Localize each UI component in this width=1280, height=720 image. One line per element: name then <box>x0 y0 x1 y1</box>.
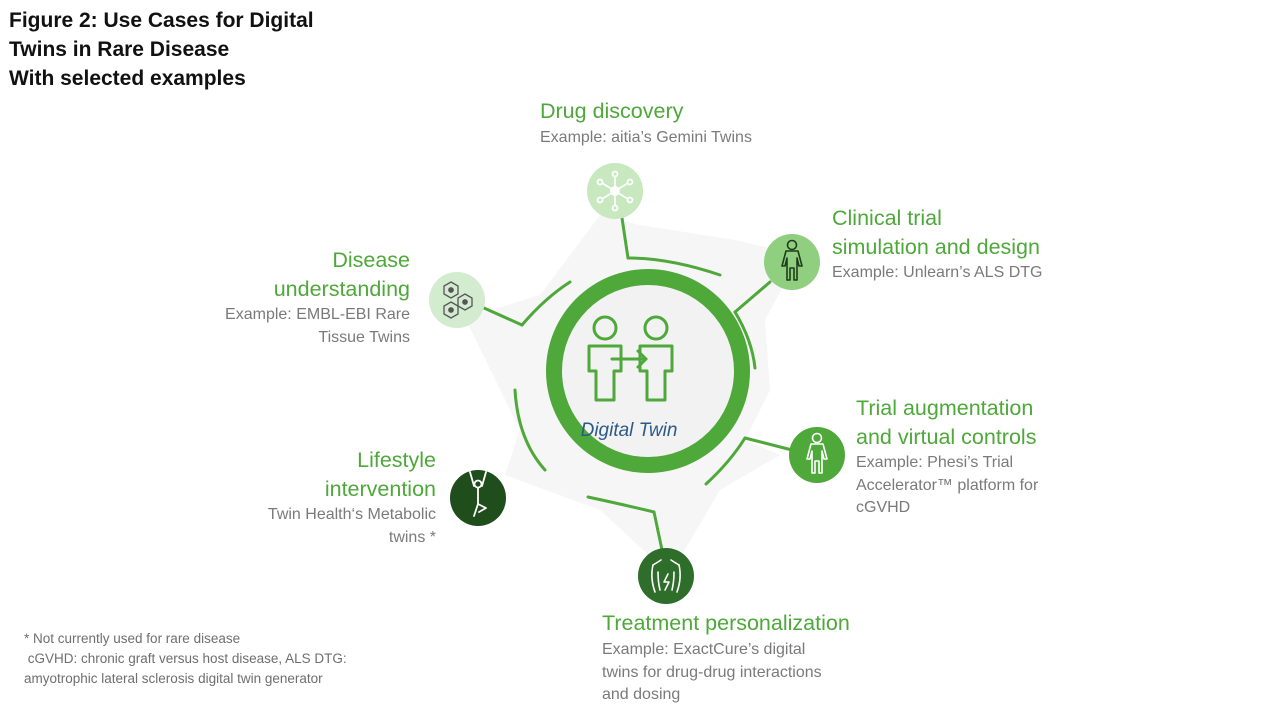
connector-disease <box>482 306 524 327</box>
trial-augmentation-example-line-3: cGVHD <box>856 499 911 516</box>
molecule-icon <box>596 170 634 212</box>
footnote-line-2: cGVHD: chronic graft versus host disease… <box>24 651 347 666</box>
connector-trial-augmentation <box>743 436 794 452</box>
clinical-trial-example-line-1: Example: Unlearn’s ALS DTG <box>832 264 1043 281</box>
human-body-icon <box>806 432 828 474</box>
trial-augmentation-example-line-2: Accelerator™ platform for <box>856 476 1039 494</box>
center-label: Digital Twin <box>581 420 678 441</box>
disease-title-line-2: understanding <box>273 277 410 301</box>
lifestyle-intervention-title: Lifestyle intervention <box>236 446 436 504</box>
drug-discovery-title: Drug discovery <box>540 99 684 123</box>
clinical-trial-title-line-1: Clinical trial <box>832 206 942 230</box>
node-disease-circle <box>429 272 485 328</box>
yoga-pose-icon <box>469 471 487 517</box>
treatment-personalization-example: Example: ExactCure’s digital twins for d… <box>602 639 822 707</box>
lifestyle-title-line-2: intervention <box>324 477 436 501</box>
footnotes: * Not currently used for rare disease cG… <box>24 629 444 689</box>
drug-discovery-example: Example: aitia’s Gemini Twins <box>540 127 752 150</box>
node-clinical-trial-circle <box>764 234 820 290</box>
footnote-line-3: amyotrophic lateral sclerosis digital tw… <box>24 671 323 686</box>
treatment-example-line-3: and dosing <box>602 686 681 703</box>
connector-clinical-trial <box>733 280 772 314</box>
node-drug-discovery <box>587 163 643 219</box>
disease-title-line-1: Disease <box>332 248 410 272</box>
connectors <box>482 216 794 552</box>
lifestyle-example-line-2: twins * <box>388 528 436 546</box>
treatment-personalization-title: Treatment personalization <box>602 611 850 635</box>
figure-title-line-3: With selected examples <box>9 67 246 90</box>
arc-segment-upper-left <box>520 280 572 327</box>
clinical-trial-title-line-2: simulation and design <box>832 235 1040 259</box>
lifestyle-example-line-1: Twin Health‘s Metabolic <box>267 506 436 523</box>
connector-treatment <box>652 510 664 552</box>
disease-example-line-1: Example: EMBL-EBI Rare <box>225 306 410 323</box>
cells-icon <box>443 281 473 319</box>
arc-segment-lower-right <box>704 436 747 486</box>
figure-title-line-2: Twins in Rare Disease <box>9 38 230 61</box>
arc-segment-lower-left <box>513 388 547 472</box>
clinical-trial-example: Example: Unlearn’s ALS DTG <box>832 262 1042 285</box>
arc-segment-upper-right <box>733 310 757 370</box>
figure-title-line-1: Figure 2: Use Cases for Digital <box>9 9 314 32</box>
torso-icon <box>651 559 681 593</box>
footnote-line-1: * Not currently used for rare disease <box>24 631 241 646</box>
outer-arc-ring <box>513 256 757 514</box>
trial-augmentation-title: Trial augmentation and virtual controls <box>856 394 1036 452</box>
trial-augmentation-example-line-1: Example: Phesi’s Trial <box>856 454 1014 471</box>
arc-segment-bottom <box>586 495 656 514</box>
trial-augmentation-title-line-1: Trial augmentation <box>856 396 1034 420</box>
clinical-trial-title: Clinical trial simulation and design <box>832 204 1040 262</box>
node-trial-augmentation-circle <box>789 427 845 483</box>
node-trial-augmentation <box>789 427 845 483</box>
disease-understanding-title: Disease understanding <box>210 246 410 304</box>
node-lifestyle-intervention <box>450 470 506 526</box>
trial-augmentation-example: Example: Phesi’s Trial Accelerator™ plat… <box>856 452 1038 520</box>
connector-drug-discovery <box>620 216 630 260</box>
trial-augmentation-title-line-2: and virtual controls <box>856 425 1037 449</box>
disease-understanding-example: Example: EMBL-EBI Rare Tissue Twins <box>190 304 410 349</box>
figure-title: Figure 2: Use Cases for Digital Twins in… <box>9 6 369 93</box>
node-disease-understanding <box>429 272 485 328</box>
digital-twin-icon <box>587 315 674 402</box>
arc-segment-top <box>626 256 722 277</box>
lifestyle-title-line-1: Lifestyle <box>357 448 436 472</box>
node-clinical-trial <box>764 234 820 290</box>
treatment-example-line-2: twins for drug-drug interactions <box>602 663 822 681</box>
human-body-icon <box>781 239 803 281</box>
node-treatment-personalization <box>638 548 694 604</box>
node-treatment-circle <box>638 548 694 604</box>
treatment-example-line-1: Example: ExactCure’s digital <box>602 641 806 658</box>
lifestyle-intervention-example: Twin Health‘s Metabolic twins * <box>216 504 436 549</box>
disease-example-line-2: Tissue Twins <box>318 328 410 346</box>
drug-discovery-example-line-1: Example: aitia’s Gemini Twins <box>540 129 752 146</box>
